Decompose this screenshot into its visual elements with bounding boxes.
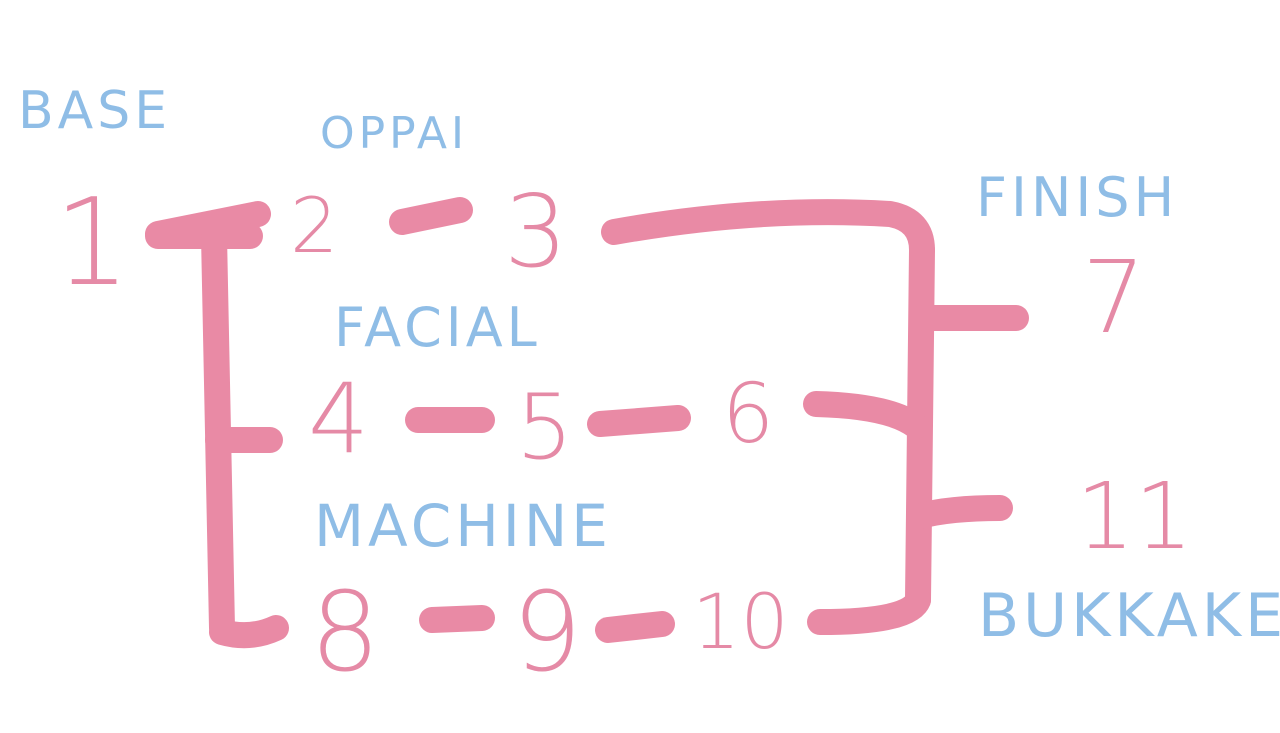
link-2-3 bbox=[389, 197, 473, 235]
link-to-11 bbox=[907, 495, 1013, 529]
node-11: 11 bbox=[1076, 463, 1193, 570]
link-9-10 bbox=[595, 611, 675, 643]
label-base: BASE bbox=[18, 81, 171, 141]
step-numbers: 1 2 3 4 5 6 7 8 9 10 11 bbox=[54, 173, 1193, 696]
label-facial: FACIAL bbox=[334, 296, 541, 359]
node-6: 6 bbox=[722, 367, 774, 462]
node-3: 3 bbox=[504, 173, 568, 290]
label-bukkake: BUKKAKE bbox=[978, 581, 1280, 651]
label-finish: FINISH bbox=[976, 166, 1178, 229]
category-labels: BASE OPPAI FACIAL MACHINE FINISH BUKKAKE bbox=[18, 81, 1280, 651]
link-6-right bbox=[803, 391, 929, 439]
node-7: 7 bbox=[1082, 239, 1146, 356]
link-3-finish bbox=[601, 199, 935, 263]
node-2: 2 bbox=[290, 181, 338, 270]
node-5: 5 bbox=[516, 375, 573, 480]
node-4: 4 bbox=[308, 363, 369, 475]
label-machine: MACHINE bbox=[314, 492, 612, 560]
node-1: 1 bbox=[54, 174, 130, 313]
right-bracket-bottom bbox=[807, 587, 931, 635]
left-bracket-bottom bbox=[209, 615, 289, 649]
connectors bbox=[145, 197, 1029, 649]
link-8-9 bbox=[419, 605, 495, 633]
node-9: 9 bbox=[512, 568, 582, 696]
link-5-6 bbox=[587, 405, 691, 437]
node-8: 8 bbox=[310, 568, 380, 696]
node-10: 10 bbox=[692, 577, 789, 666]
label-oppai: OPPAI bbox=[320, 108, 468, 159]
